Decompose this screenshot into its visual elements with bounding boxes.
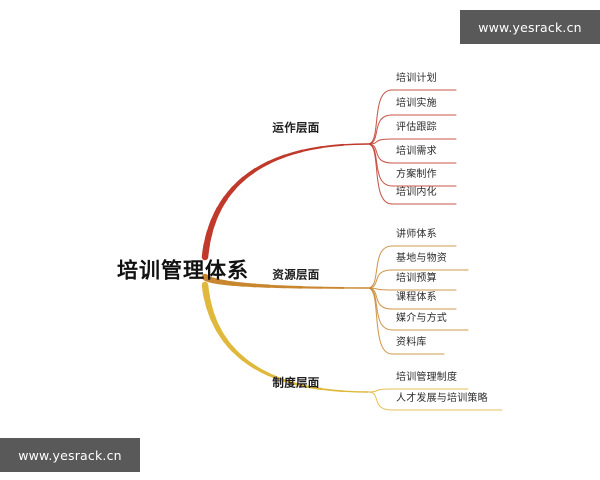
branch-stem <box>201 143 369 261</box>
leaf-node[interactable]: 评估跟踪 <box>396 122 437 133</box>
branch-label-resources[interactable]: 资源层面 <box>272 267 320 282</box>
root-node[interactable]: 培训管理体系 <box>117 258 249 283</box>
leaf-node[interactable]: 培训内化 <box>396 187 437 198</box>
leaf-node[interactable]: 培训实施 <box>396 98 437 109</box>
watermark-top-right: www.yesrack.cn <box>460 10 600 44</box>
leaf-node[interactable]: 课程体系 <box>396 292 437 303</box>
branch-stem <box>201 273 369 289</box>
watermark-bottom-left: www.yesrack.cn <box>0 438 140 472</box>
leaf-node[interactable]: 资料库 <box>396 337 427 348</box>
branch-label-institution[interactable]: 制度层面 <box>272 375 320 390</box>
branch-label-operations[interactable]: 运作层面 <box>272 120 320 135</box>
leaf-node[interactable]: 培训管理制度 <box>396 372 458 383</box>
branch-stem <box>201 281 369 393</box>
leaf-node[interactable]: 基地与物资 <box>396 253 447 264</box>
leaf-node[interactable]: 培训计划 <box>396 73 437 84</box>
leaf-node[interactable]: 方案制作 <box>396 169 437 180</box>
leaf-node[interactable]: 培训预算 <box>396 273 437 284</box>
leaf-node[interactable]: 人才发展与培训策略 <box>396 393 488 404</box>
leaf-node[interactable]: 培训需求 <box>396 146 437 157</box>
leaf-node[interactable]: 媒介与方式 <box>396 313 447 324</box>
leaf-node[interactable]: 讲师体系 <box>396 229 437 240</box>
